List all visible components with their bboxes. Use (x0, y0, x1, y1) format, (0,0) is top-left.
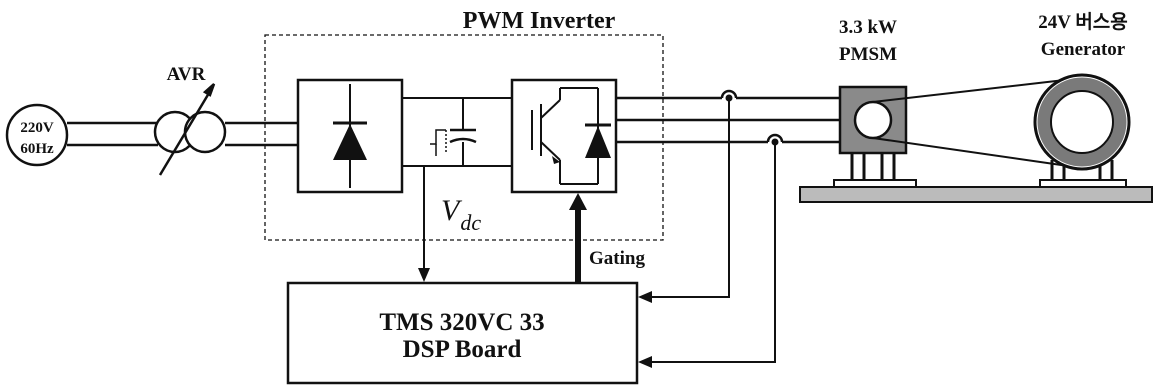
source-voltage-label: 220V (20, 120, 54, 136)
source-frequency-label: 60Hz (20, 141, 54, 157)
current-feedback-arrows (638, 291, 652, 368)
igbt-inverter-block (510, 78, 618, 194)
gating-label: Gating (589, 248, 645, 269)
avr-label: AVR (167, 64, 206, 85)
dc-link-capacitor-icon (449, 128, 477, 144)
input-lines (67, 121, 298, 147)
generator-bus-label: 24V 버스용 (1038, 11, 1128, 33)
vdc-label: Vdc (441, 194, 481, 235)
ac-source: 220V 60Hz (5, 103, 69, 167)
motor-type-label: PMSM (839, 44, 897, 65)
rectifier-diode-icon (333, 124, 367, 160)
pwm-inverter-title: PWM Inverter (463, 8, 616, 34)
avr-transformer (153, 83, 227, 176)
current-feedback-lines (652, 98, 776, 363)
dsp-board (286, 281, 639, 385)
pmsm-motor-icon (833, 85, 917, 188)
dsp-board-title: TMS 320VC 33 (379, 309, 544, 336)
gating-signal-line (569, 193, 587, 283)
generator-label: Generator (1041, 39, 1126, 60)
freewheel-diode-icon (585, 126, 611, 158)
vdc-sensing-tap (430, 129, 447, 156)
pwm-inverter-enclosure (264, 34, 664, 241)
base-plate (799, 186, 1153, 203)
rectifier-block (296, 78, 404, 194)
vdc-feedback-line (418, 166, 430, 282)
dsp-board-subtitle: DSP Board (403, 336, 522, 363)
belt-coupling (872, 77, 1083, 169)
generator-icon (1033, 73, 1131, 188)
motor-rating-label: 3.3 kW (839, 17, 897, 38)
dc-link (402, 97, 512, 167)
